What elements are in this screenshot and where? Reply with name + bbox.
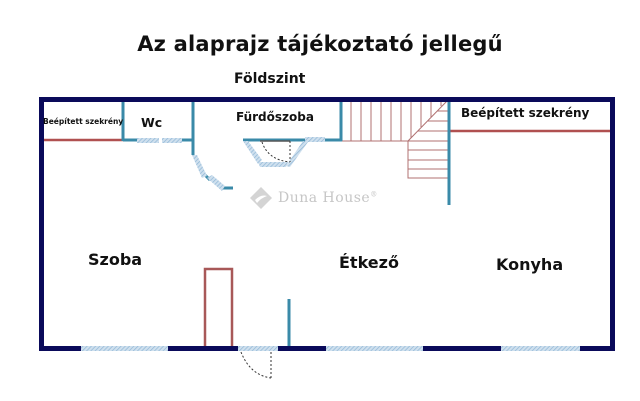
inner-walls — [121, 101, 451, 348]
bathroom-door-arc — [261, 141, 291, 163]
pillar — [203, 267, 234, 350]
room-label-closet-left: Beépített szekrény — [43, 117, 124, 126]
entrance-door-arc — [240, 351, 272, 379]
watermark-logo: Duna House® — [249, 186, 378, 210]
room-label-wc: Wc — [141, 115, 163, 130]
room-label-kitchen: Konyha — [496, 255, 564, 274]
exterior-windows — [81, 346, 580, 351]
staircase — [340, 100, 449, 179]
watermark-text: Duna House® — [278, 190, 378, 206]
room-label-bathroom: Fürdőszoba — [236, 110, 314, 124]
diamond-logo-icon — [250, 187, 272, 209]
room-label-closet-right: Beépített szekrény — [461, 106, 590, 120]
floor-level-label: Földszint — [234, 71, 306, 87]
interior-glass — [137, 137, 325, 191]
outer-walls — [39, 97, 615, 351]
room-label-room: Szoba — [88, 250, 143, 269]
room-label-dining: Étkező — [339, 253, 399, 272]
floorplan-title: Az alaprajz tájékoztató jellegű — [137, 32, 503, 56]
